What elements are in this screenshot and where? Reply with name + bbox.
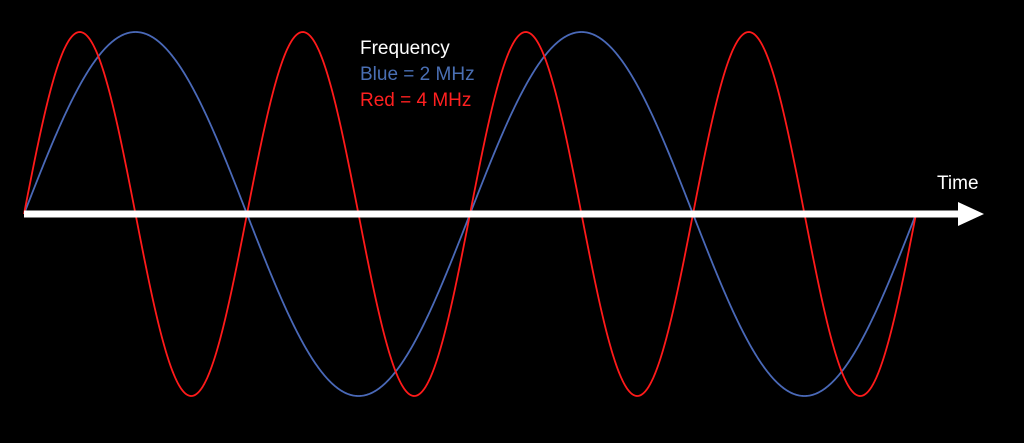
- legend-heading: Frequency: [360, 38, 450, 59]
- legend-blue-label: Blue = 2 MHz: [360, 64, 475, 85]
- time-axis-arrowhead: [958, 202, 984, 226]
- legend-red-label: Red = 4 MHz: [360, 90, 472, 111]
- time-axis-label: Time: [937, 173, 979, 194]
- frequency-legend: Frequency Blue = 2 MHz Red = 4 MHz: [360, 36, 475, 114]
